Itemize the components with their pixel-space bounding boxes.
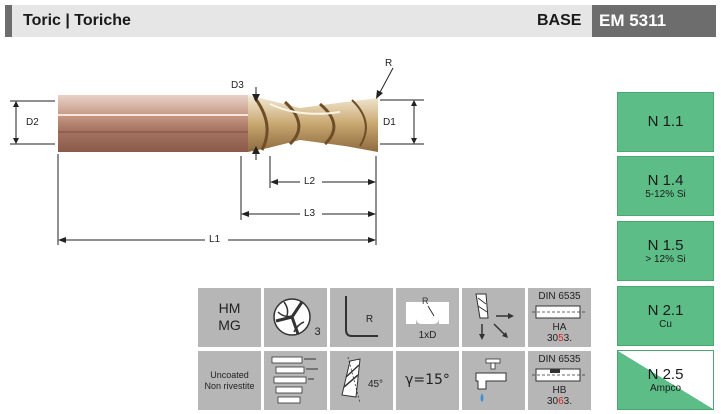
depth-label: 1xD: [418, 330, 437, 341]
material-tile-n15: N 1.5 > 12% Si: [617, 221, 714, 281]
page-title: Toric | Toriche: [23, 12, 131, 29]
material-tile-n25: N 2.5 Ampco: [617, 350, 714, 410]
spec-direction: [462, 288, 525, 347]
grade-line1: HM: [218, 300, 241, 316]
cutting-direction-icon: [475, 293, 514, 340]
material-note: > 12% Si: [645, 254, 686, 265]
end-mill-illustration: [10, 67, 424, 245]
material-code: N 1.5: [647, 237, 684, 254]
material-tile-n14: N 1.4 5-12% Si: [617, 156, 714, 216]
tool-shapes-icon: [271, 356, 318, 404]
material-note: 5-12% Si: [645, 189, 686, 200]
material-code: N 2.1: [647, 302, 684, 319]
spec-din-ha: DIN 6535 HA 3053.: [528, 288, 591, 347]
din-standard: DIN 6535: [538, 291, 581, 302]
spec-flutes: 3: [264, 288, 327, 347]
svg-text:R: R: [422, 296, 429, 306]
shank-code: 3053.: [546, 333, 573, 344]
shank-type: HA: [552, 322, 567, 333]
header-bar: Toric | Toriche BASE EM 5311: [5, 5, 716, 37]
spec-grade: HM MG: [198, 288, 261, 347]
header-accent: [5, 5, 12, 37]
material-tile-n11: N 1.1: [617, 92, 714, 152]
dim-l2-label: L2: [304, 176, 316, 187]
slot-depth-icon: R: [406, 296, 449, 324]
spec-depth: R 1xD: [396, 288, 459, 347]
shank-body: [58, 95, 248, 152]
material-code: N 2.5: [647, 366, 684, 383]
corner-radius-icon: [345, 296, 378, 337]
spec-coolant: [462, 351, 525, 410]
dim-d3-label: D3: [231, 80, 244, 91]
material-note: Cu: [659, 319, 672, 330]
dim-l1-label: L1: [209, 234, 221, 245]
helix-angle-icon: [341, 356, 361, 404]
dim-l3-label: L3: [304, 208, 316, 219]
spec-corner: R: [330, 288, 393, 347]
dim-d1-label: D1: [383, 117, 396, 128]
corner-label: R: [365, 314, 374, 325]
product-code: EM 5311: [592, 5, 716, 37]
grade-line2: MG: [218, 317, 241, 333]
rake-angle: γ=15°: [405, 372, 450, 388]
shank-code: 3063.: [546, 396, 573, 407]
spec-rake: γ=15°: [396, 351, 459, 410]
spec-din-hb: DIN 6535 HB 3063.: [528, 351, 591, 410]
shank-ha-icon: [532, 305, 586, 319]
coating-line1: Uncoated: [210, 370, 249, 380]
spec-coating: Uncoated Non rivestite: [198, 351, 261, 410]
material-code: N 1.4: [647, 172, 684, 189]
dim-d2-label: D2: [26, 117, 39, 128]
material-note: Ampco: [649, 383, 682, 394]
material-tile-n21: N 2.1 Cu: [617, 286, 714, 346]
flute-count-icon: [273, 298, 311, 336]
coolant-tap-icon: [475, 358, 507, 402]
helix-angle: 45°: [367, 379, 384, 390]
material-code: N 1.1: [647, 113, 684, 130]
spec-helix: 45°: [330, 351, 393, 410]
coating-line2: Non rivestite: [204, 381, 255, 391]
shank-type: HB: [552, 385, 567, 396]
shank-hb-icon: [532, 368, 586, 382]
tool-drawing: R D3 D2 D1 L2 L3 L1: [0, 40, 600, 280]
spec-tool-shapes: [264, 351, 327, 410]
dim-r-label: R: [385, 58, 393, 69]
flute-count: 3: [314, 326, 321, 338]
base-label: BASE: [537, 12, 582, 29]
din-standard: DIN 6535: [538, 354, 581, 365]
cutting-part: [248, 95, 378, 152]
